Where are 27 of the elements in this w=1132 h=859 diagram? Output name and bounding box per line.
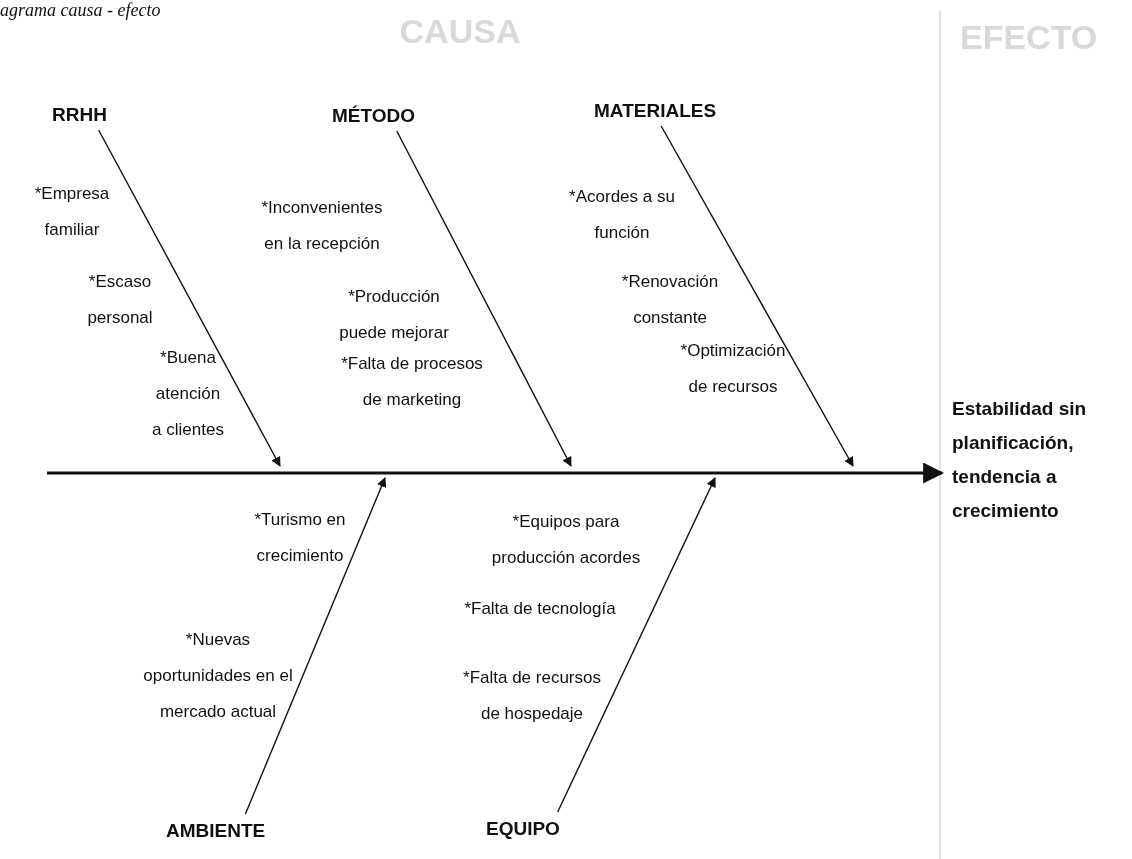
arrow — [97, 129, 281, 467]
cause-text: *Optimización de recursos — [680, 340, 786, 398]
cause-text: *Buena atención a clientes — [152, 347, 224, 441]
cause-text: *Nuevas oportunidades en el mercado actual — [143, 629, 293, 723]
cause-text: *Escaso personal — [87, 271, 153, 329]
cause-text: *Acordes a su función — [569, 186, 675, 244]
cause-text: *Renovación constante — [621, 271, 719, 329]
category-heading: AMBIENTE — [166, 820, 266, 842]
category-heading: EQUIPO — [486, 818, 560, 840]
arrow — [244, 477, 387, 815]
cause-text: *Falta de recursos de hospedaje — [463, 667, 601, 725]
cause-text: *Turismo en crecimiento — [254, 509, 346, 567]
cause-text: *Inconvenientes en la recepción — [261, 197, 383, 255]
cause-text: *Falta de procesos de marketing — [341, 353, 483, 411]
cause-text: *Falta de tecnología — [464, 598, 616, 620]
category-heading: MÉTODO — [332, 105, 416, 127]
cause-text: *Empresa familiar — [34, 183, 110, 241]
diagram-title: agrama causa - efecto — [0, 0, 161, 21]
category-heading: RRHH — [52, 104, 107, 126]
cause-text: *Equipos para producción acordes — [491, 511, 641, 569]
category-heading: MATERIALES — [594, 100, 717, 122]
arrow — [557, 477, 716, 813]
effect-text: Estabilidad sin planificación, tendencia a crecimiento — [952, 392, 1087, 528]
cause-text: *Producción puede mejorar — [339, 286, 449, 344]
arrow — [396, 130, 572, 467]
arrow — [660, 125, 854, 467]
spine-arrow — [47, 462, 945, 484]
